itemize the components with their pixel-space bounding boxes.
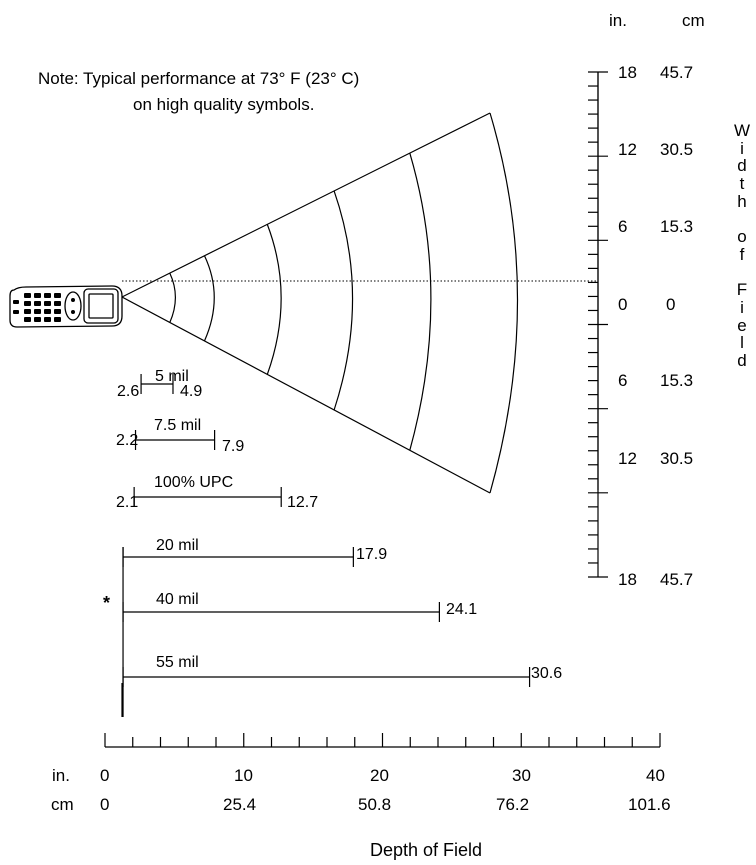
width-of-field-letter: i — [740, 138, 744, 158]
width-of-field-letter — [730, 264, 754, 282]
cone-arc-2 — [203, 255, 215, 342]
width-of-field-letter: d — [737, 350, 747, 370]
width-tick-cm: 45.7 — [660, 63, 694, 82]
width-tick-in: 12 — [618, 140, 637, 159]
cone-arc-1 — [169, 272, 176, 323]
width-tick-in: 0 — [618, 295, 628, 314]
width-of-field-letter — [730, 210, 754, 228]
handheld-scanner-icon — [9, 285, 123, 328]
cone-arc-6 — [489, 112, 519, 494]
scan-cone — [121, 112, 519, 494]
depth-tick-cm: 25.4 — [223, 795, 257, 814]
cone-arc-5 — [409, 152, 432, 451]
width-of-field-letter: e — [737, 315, 747, 335]
width-tick-cm: 15.3 — [660, 217, 694, 236]
width-of-field-letter: l — [740, 333, 744, 353]
width-of-field-letter: F — [736, 280, 748, 300]
width-of-field-letter: d — [737, 156, 747, 176]
note-line-1: Note: Typical performance at 73° F (23° … — [38, 69, 360, 88]
depth-unit-in: in. — [52, 766, 70, 785]
range-near: 2.1 — [116, 494, 139, 511]
depth-tick-in: 10 — [234, 766, 253, 785]
depth-tick-in: 0 — [100, 766, 110, 785]
width-tick-in: 18 — [618, 63, 637, 82]
width-tick-cm: 30.5 — [660, 140, 694, 159]
width-tick-in: 6 — [618, 217, 628, 236]
range-far: 7.9 — [222, 438, 245, 455]
range-label: 55 mil — [156, 654, 199, 671]
range-label: 40 mil — [156, 591, 199, 608]
width-of-field-letter: f — [739, 244, 745, 264]
width-of-field-letter: i — [740, 297, 744, 317]
range-near: 2.6 — [117, 383, 140, 400]
width-unit-in: in. — [609, 11, 627, 30]
width-tick-cm: 45.7 — [660, 570, 694, 589]
note-line-2: on high quality symbols. — [133, 95, 315, 114]
range-label: 100% UPC — [154, 474, 234, 491]
footnote-marker: * — [103, 593, 111, 613]
depth-tick-cm: 76.2 — [496, 795, 530, 814]
width-of-field-letter: h — [737, 191, 747, 211]
width-of-field-letter: W — [733, 121, 751, 140]
width-tick-cm: 30.5 — [660, 449, 694, 468]
width-tick-in: 18 — [618, 570, 637, 589]
cone-arc-3 — [266, 224, 282, 375]
range-far: 24.1 — [446, 601, 478, 618]
depth-axis — [104, 733, 661, 748]
width-tick-in: 12 — [618, 449, 637, 468]
cone-arc-4 — [333, 190, 354, 411]
width-scale — [588, 71, 608, 578]
depth-tick-cm: 0 — [100, 795, 110, 814]
depth-tick-in: 20 — [370, 766, 389, 785]
range-bars — [122, 374, 531, 717]
range-far: 4.9 — [180, 383, 203, 400]
depth-tick-cm: 101.6 — [628, 795, 671, 814]
depth-tick-in: 30 — [512, 766, 531, 785]
width-tick-cm: 15.3 — [660, 371, 694, 390]
width-tick-in: 6 — [618, 371, 628, 390]
width-of-field-letter: o — [737, 227, 747, 247]
range-far: 17.9 — [356, 546, 388, 563]
depth-of-field-label: Depth of Field — [370, 840, 483, 860]
range-label: 20 mil — [156, 537, 199, 554]
depth-tick-in: 40 — [646, 766, 665, 785]
range-near: 2.2 — [116, 432, 139, 449]
width-of-field-letter: t — [739, 174, 745, 194]
depth-unit-cm: cm — [51, 795, 74, 814]
width-unit-cm: cm — [682, 11, 705, 30]
cone-upper-edge — [121, 112, 491, 298]
width-tick-cm: 0 — [666, 295, 676, 314]
range-label: 7.5 mil — [154, 417, 202, 434]
range-far: 12.7 — [287, 494, 319, 511]
range-far: 30.6 — [531, 665, 563, 682]
depth-tick-cm: 50.8 — [358, 795, 392, 814]
cone-lower-edge — [121, 296, 491, 494]
range-label: 5 mil — [155, 368, 189, 385]
